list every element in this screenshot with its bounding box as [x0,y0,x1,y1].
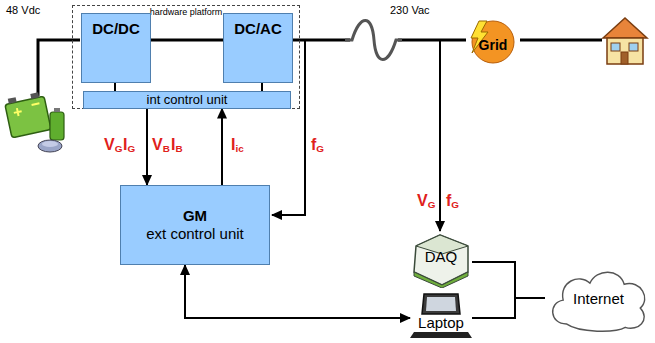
signal-label: Iic [231,136,244,154]
signal-arrow [146,109,148,185]
laptop-icon: Laptop [410,292,472,340]
signal-label: fG [446,192,459,210]
battery-icon [5,92,64,152]
internet-cloud: Internet [545,265,652,333]
node-title: DC/DC [92,20,140,38]
data-link [185,265,410,318]
grid-icon: Grid [466,20,520,64]
house-icon [603,18,647,64]
node-subtitle: ext control unit [146,225,244,243]
node-title: int control unit [147,92,228,108]
signal-wire [439,40,441,231]
daq-device: DAQ [410,232,472,288]
signal-label: IG [123,136,135,154]
node-title: Laptop [418,314,464,332]
control-link [114,83,116,91]
control-link [261,83,263,91]
power-line [151,39,223,42]
node-title: hardware platform [150,7,223,18]
node-title: Grid [479,37,508,54]
node-title: GM [183,207,207,225]
converter-box: DC/AC [223,13,293,83]
signal-label: VG [417,192,435,210]
hardware-platform-group: hardware platformDC/DC DC/AC int control u… [72,5,300,109]
node-title: DC/AC [234,20,282,38]
control-bar: int control unit [83,91,291,109]
converter-box: DC/DC [81,13,151,83]
process-box: GMext control unit [120,185,270,265]
signal-label: IB [171,136,183,154]
ac-sine-symbol [345,21,402,60]
signal-arrow [221,109,223,185]
node-title: DAQ [425,248,458,266]
signal-label: VB [152,136,170,154]
node-title: Internet [573,290,624,308]
battery-wire [38,40,80,96]
voltage-label: 230 Vac [390,4,430,16]
signal-label: VG [104,136,122,154]
voltage-label: 48 Vdc [6,4,40,16]
network-link [472,262,545,298]
signal-label: fG [311,136,324,154]
house-wire [520,39,602,42]
network-link [472,298,545,318]
